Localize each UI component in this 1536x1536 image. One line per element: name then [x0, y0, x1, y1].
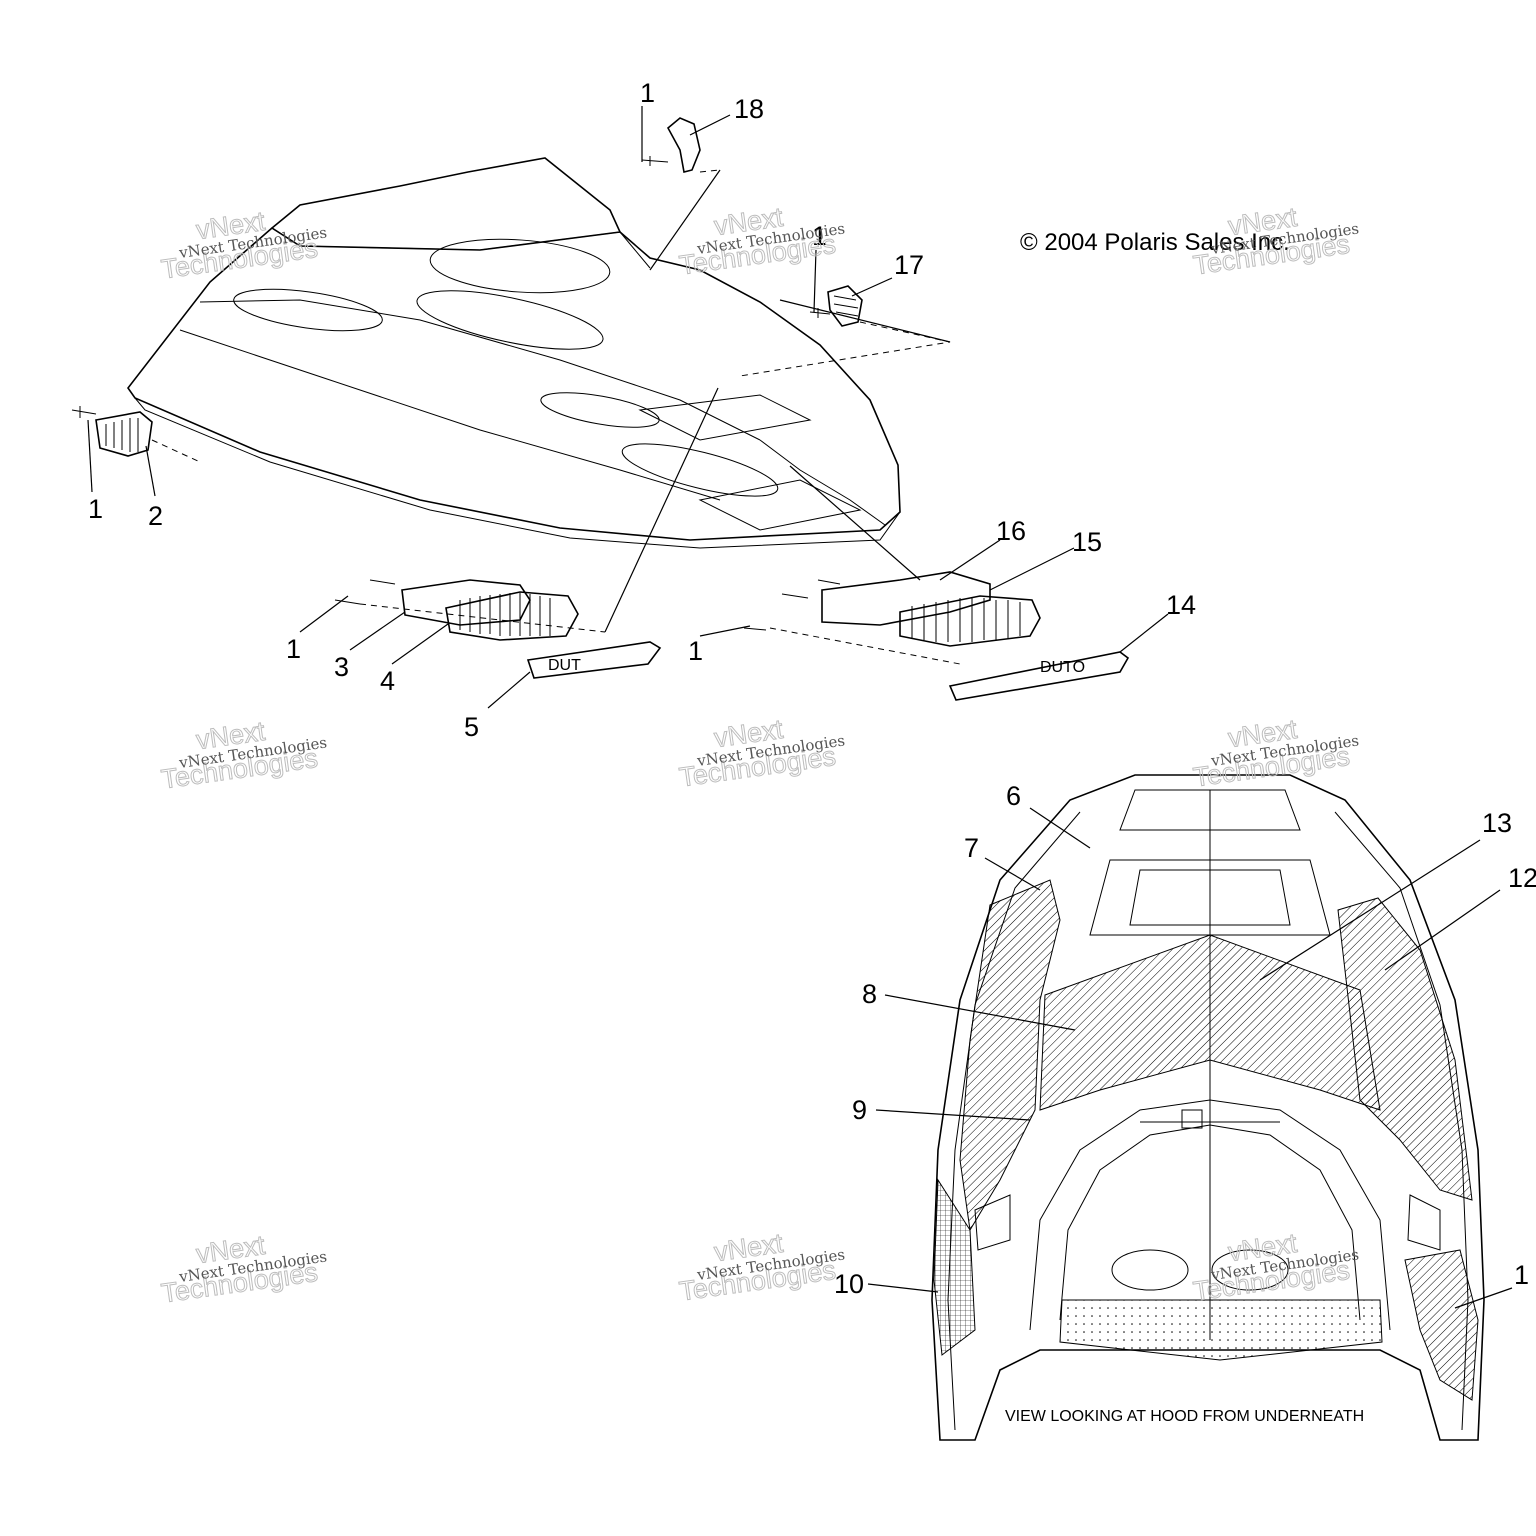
callout-1-left: 1 — [88, 494, 103, 524]
part-15-16-vents — [821, 571, 1041, 647]
callout-5: 5 — [464, 712, 479, 742]
callout-18: 18 — [734, 94, 764, 124]
part-2-vent — [95, 411, 153, 457]
panel-7-hatch — [959, 879, 1061, 1232]
callout-1-lower-left: 1 — [286, 634, 301, 664]
leader-lines-bottom — [867, 807, 1513, 1309]
decal-left-text: DUT — [548, 657, 581, 674]
callout-10: 10 — [834, 1269, 864, 1299]
view-caption: VIEW LOOKING AT HOOD FROM UNDERNEATH — [1005, 1408, 1364, 1425]
panel-11-hatch — [1404, 1249, 1479, 1401]
callout-1-top: 1 — [640, 78, 655, 108]
part-3-4-vents — [401, 579, 579, 641]
callout-1-lower-right: 1 — [688, 636, 703, 666]
decal-right-text: DUTO — [1040, 659, 1085, 676]
callout-7: 7 — [964, 833, 979, 863]
watermark-7: vNext Technologies vNext Technologies — [159, 1229, 328, 1309]
leader-lines — [87, 106, 1169, 709]
watermark-9: vNext Technologies vNext Technologies — [1191, 1227, 1360, 1307]
callout-9: 9 — [852, 1095, 867, 1125]
callout-2: 2 — [148, 501, 163, 531]
callout-17: 17 — [894, 250, 924, 280]
panel-10-grid — [933, 1178, 976, 1356]
part-14-decal — [948, 651, 1130, 701]
watermark-4: vNext Technologies vNext Technologies — [159, 715, 328, 795]
callout-16: 16 — [996, 516, 1026, 546]
watermark-6: vNext Technologies vNext Technologies — [1191, 713, 1360, 793]
callout-4: 4 — [380, 666, 395, 696]
screws — [71, 156, 841, 631]
watermark-1: vNext Technologies vNext Technologies — [159, 205, 328, 285]
copyright-text: © 2004 Polaris Sales Inc. — [1020, 229, 1290, 256]
panel-12-hatch — [1337, 897, 1473, 1201]
callouts: 1 18 1 17 1 2 1 3 4 5 1 16 15 14 6 7 8 9… — [88, 78, 1536, 1299]
callout-8: 8 — [862, 979, 877, 1009]
callout-12: 12 — [1508, 863, 1536, 893]
part-5-decal — [526, 641, 662, 679]
hood-top-view — [127, 157, 901, 549]
watermark-5: vNext Technologies vNext Technologies — [677, 713, 846, 793]
hood-underneath-view — [931, 774, 1485, 1441]
callout-15: 15 — [1072, 527, 1102, 557]
callout-6: 6 — [1006, 781, 1021, 811]
callout-14: 14 — [1166, 590, 1196, 620]
part-18-clip — [666, 117, 701, 173]
watermark-2: vNext Technologies vNext Technologies — [677, 201, 846, 281]
callout-11: 1 — [1514, 1260, 1529, 1290]
callout-3: 3 — [334, 652, 349, 682]
callout-13: 13 — [1482, 808, 1512, 838]
callout-1-mid: 1 — [812, 221, 827, 251]
bottom-panel-dots — [1059, 1299, 1383, 1361]
part-17-vent — [827, 285, 863, 327]
watermark-8: vNext Technologies vNext Technologies — [677, 1227, 846, 1307]
